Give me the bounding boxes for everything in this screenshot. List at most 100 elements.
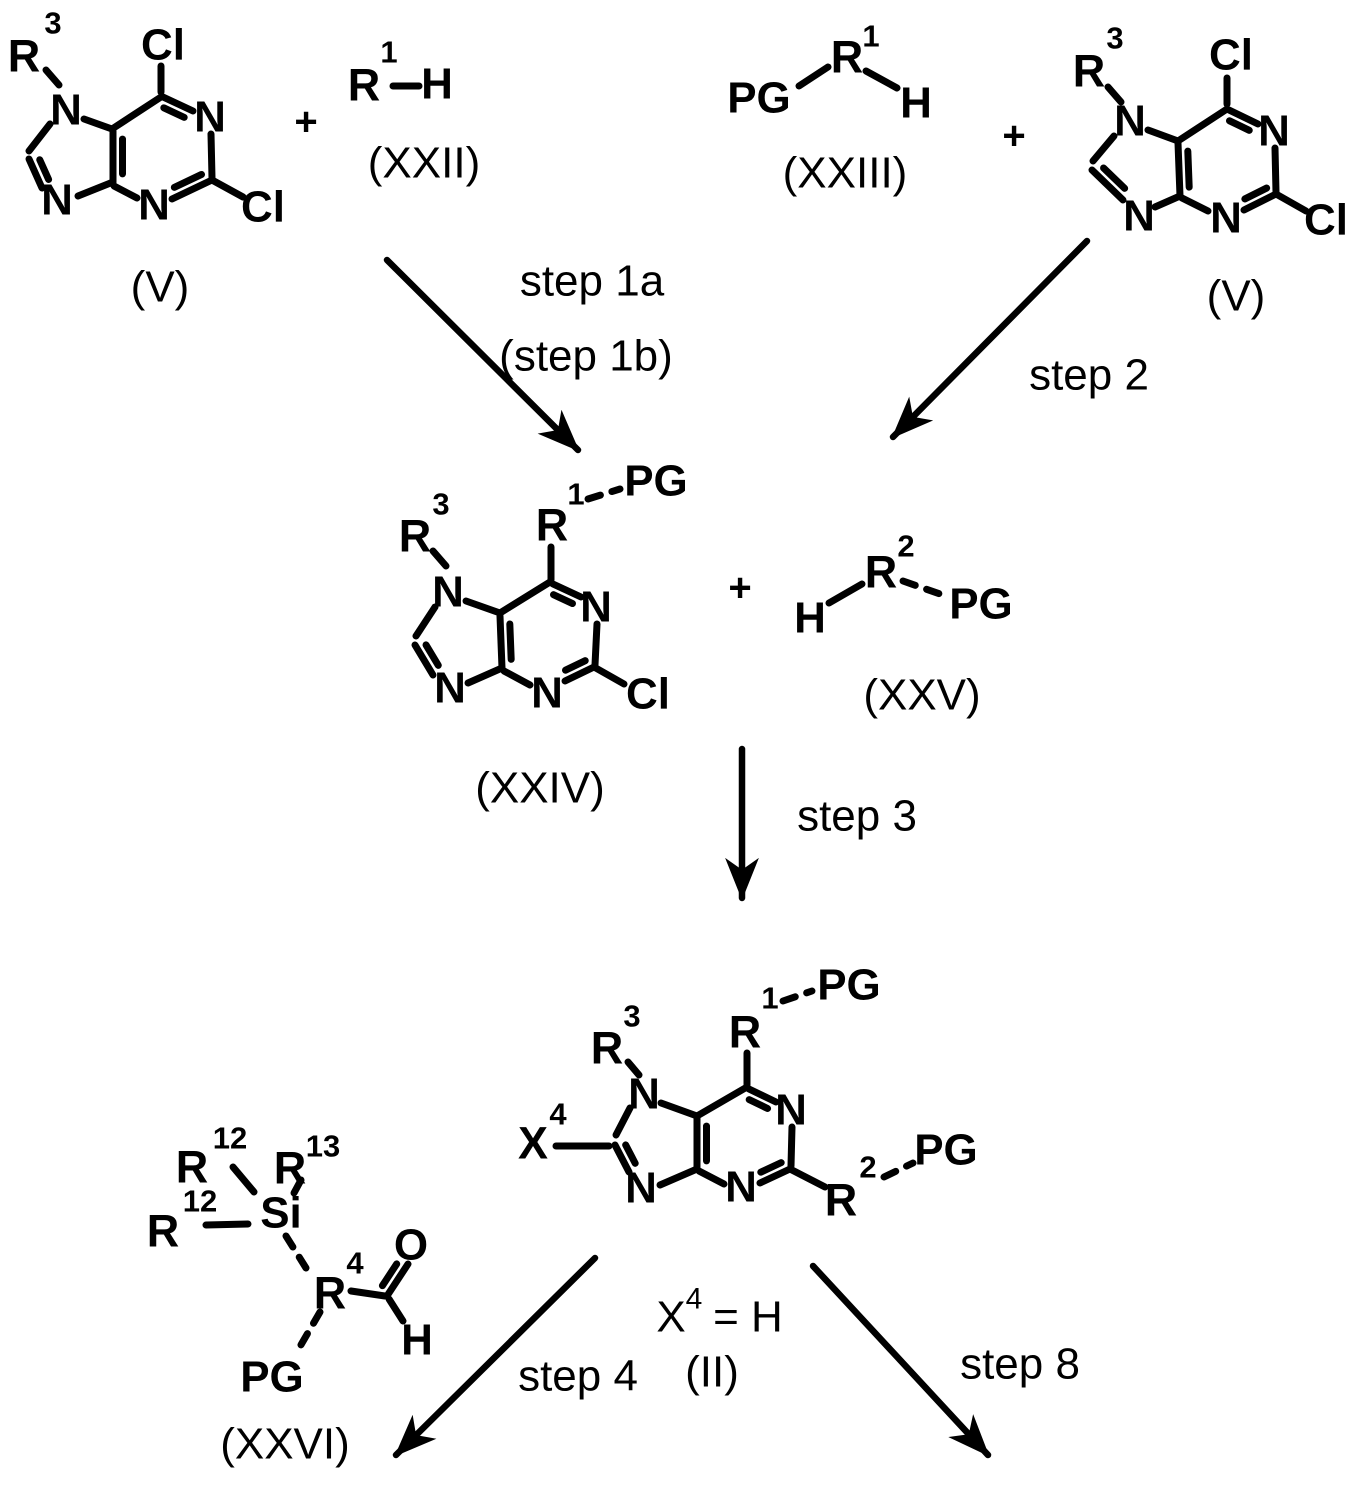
bond [207, 130, 216, 182]
bond [110, 182, 141, 202]
atom-n9: N [1123, 192, 1155, 241]
arrow-step-1-line [383, 256, 582, 454]
bond [229, 1163, 258, 1196]
plus-sign: + [1002, 114, 1025, 158]
bond [1184, 147, 1193, 191]
atom-n1: N [194, 93, 226, 142]
annotation-x: X [656, 1293, 685, 1342]
substituent-r4: R [314, 1268, 347, 1319]
bond [42, 66, 63, 89]
superscript-3: 3 [44, 6, 61, 41]
superscript-3: 3 [1106, 21, 1123, 56]
bond [786, 1165, 829, 1191]
bond [624, 1058, 643, 1079]
bond [383, 1260, 412, 1300]
bond [25, 155, 46, 192]
bond [25, 120, 54, 155]
annotation-equals-h: = H [713, 1293, 783, 1342]
bond [591, 620, 601, 669]
atom-n1: N [1258, 107, 1290, 156]
bond [787, 1123, 796, 1170]
substituent-x4: X [518, 1118, 548, 1169]
bond [1226, 117, 1253, 134]
substituent-r3: R [8, 31, 41, 82]
bond [1144, 126, 1182, 145]
superscript-3: 3 [432, 487, 449, 522]
compound-label-xxii: (XXII) [368, 139, 480, 188]
bond [1088, 166, 1127, 204]
arrow-step-2-label: step 2 [1029, 351, 1149, 400]
bond [496, 612, 506, 672]
bond [561, 663, 598, 685]
bond [622, 1141, 639, 1167]
bond [411, 641, 437, 679]
bond [899, 577, 944, 598]
bond [168, 176, 216, 203]
bond [1174, 105, 1231, 145]
superscript-1: 1 [862, 19, 879, 54]
bond [202, 1220, 252, 1229]
bond [462, 597, 504, 617]
compound-label-xxvi: (XXVI) [220, 1420, 350, 1469]
arrow-step-3: step 3 [725, 745, 917, 902]
substituent-r2: R [865, 547, 898, 598]
bond [590, 663, 628, 688]
substituent-r3: R [399, 511, 432, 562]
bond [294, 1308, 324, 1354]
atom-h: H [421, 60, 453, 109]
arrow-step-2-line [889, 237, 1091, 441]
atom-n7: N [432, 568, 464, 617]
bond [745, 1096, 772, 1112]
atom-n9: N [625, 1164, 657, 1213]
atom-cl2: Cl [241, 183, 285, 232]
bond [36, 156, 53, 183]
bond [1151, 192, 1184, 211]
protecting-group: PG [727, 74, 791, 123]
atom-n7: N [1114, 97, 1146, 146]
arrow-step-2: step 2 [889, 237, 1149, 441]
superscript-4: 4 [346, 1246, 364, 1281]
compound-label-ii: (II) [685, 1348, 739, 1397]
bond [657, 1099, 701, 1120]
bond [562, 657, 589, 674]
superscript-1: 1 [761, 981, 778, 1016]
protecting-group: PG [914, 1126, 978, 1175]
atom-n1: N [580, 583, 612, 632]
arrow-step-8: step 8 [809, 1262, 1080, 1459]
bond [612, 1104, 634, 1139]
bond [506, 620, 515, 663]
bond [825, 580, 866, 607]
plus-sign-2: + [1002, 114, 1025, 158]
atom-cl2: Cl [626, 670, 670, 719]
superscript-3: 3 [623, 999, 640, 1034]
arrow-step-4-line [392, 1254, 599, 1459]
atom-n3: N [531, 669, 563, 718]
atom-o: O [394, 1221, 428, 1270]
plus-sign: + [294, 100, 317, 144]
bond [208, 176, 247, 201]
bond [1100, 164, 1129, 192]
substituent-r1: R [536, 500, 569, 551]
bond [80, 115, 116, 133]
superscript-1: 1 [567, 477, 584, 512]
bond [795, 63, 832, 90]
atom-cl6: Cl [1209, 31, 1253, 80]
atom-n1: N [775, 1086, 807, 1135]
superscript-12: 12 [213, 1121, 247, 1156]
bond [378, 1260, 401, 1290]
bond [693, 1083, 751, 1120]
compound-label-v: (V) [1207, 272, 1266, 321]
substituent-r1: R [348, 60, 381, 111]
compound-label-xxiv: (XXIV) [475, 764, 605, 813]
atom-cl2: Cl [1304, 196, 1348, 245]
atom-n9: N [434, 664, 466, 713]
compound-label-xxiii: (XXIII) [783, 149, 908, 198]
bond [74, 178, 117, 200]
